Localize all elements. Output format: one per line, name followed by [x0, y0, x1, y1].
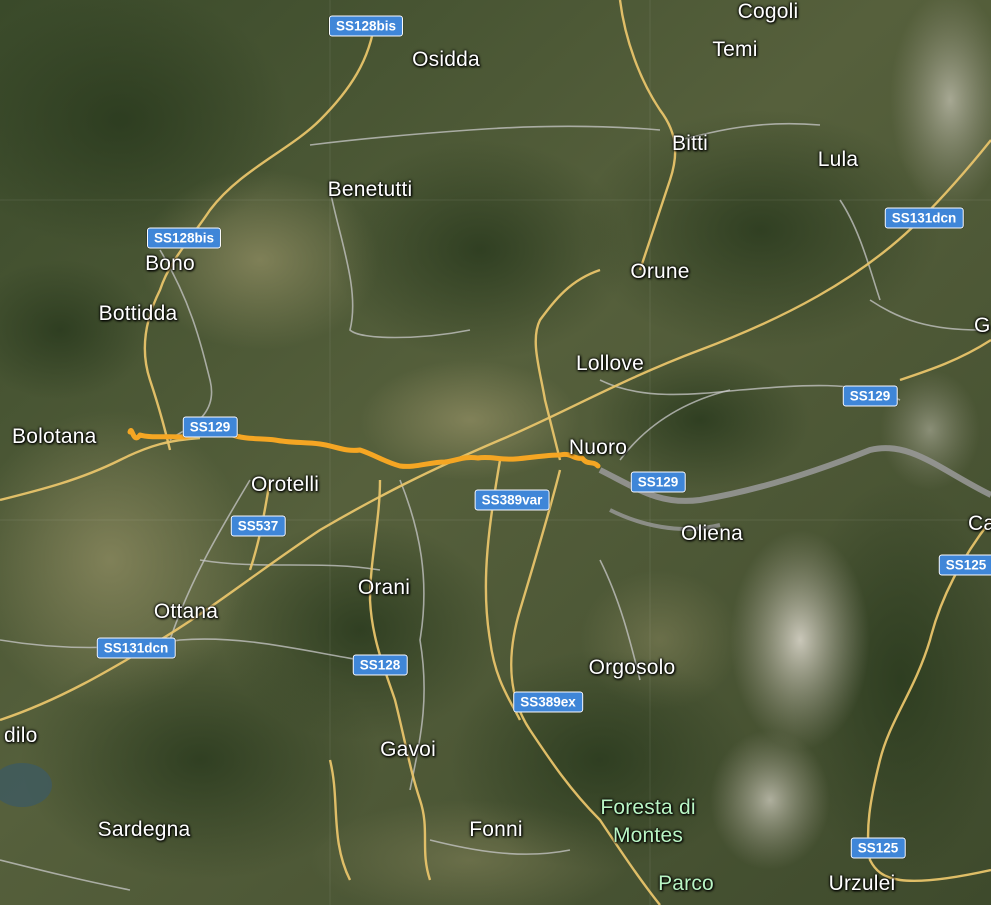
place-temi: Temi — [712, 38, 758, 61]
place-g: G — [974, 314, 991, 337]
place-foresta-di: Foresta di — [600, 796, 696, 819]
place-orani: Orani — [357, 576, 411, 599]
road-shield-ss128bis: SS128bis — [328, 15, 404, 37]
place-urzulei: Urzulei — [828, 872, 896, 895]
road-shield-ss389ex: SS389ex — [513, 691, 583, 713]
place-benetutti: Benetutti — [327, 178, 413, 201]
place-nuoro: Nuoro — [568, 436, 628, 459]
place-cogoli: Cogoli — [737, 0, 799, 23]
place-orotelli: Orotelli — [250, 473, 320, 496]
road-shield-ss125: SS125 — [850, 837, 906, 859]
road-shield-ss128bis: SS128bis — [146, 227, 222, 249]
place-ca: Ca — [968, 512, 991, 535]
place-lollove: Lollove — [576, 352, 644, 375]
place-oliena: Oliena — [681, 522, 743, 545]
place-bono: Bono — [145, 252, 195, 275]
road-shield-ss129: SS129 — [182, 416, 238, 438]
road-shield-ss129: SS129 — [630, 471, 686, 493]
place-bolotana: Bolotana — [12, 425, 97, 448]
place-orgosolo: Orgosolo — [588, 656, 676, 679]
place-osidda: Osidda — [412, 48, 480, 71]
place-montes: Montes — [612, 824, 684, 847]
road-shield-ss131dcn: SS131dcn — [884, 207, 964, 229]
place-parco: Parco — [658, 872, 714, 895]
ss129-highway — [598, 445, 991, 504]
place-orune: Orune — [630, 260, 690, 283]
road-shield-ss129: SS129 — [842, 385, 898, 407]
place-sardegna: Sardegna — [97, 818, 191, 841]
place-ottana: Ottana — [153, 600, 219, 623]
road-shield-ss128: SS128 — [352, 654, 408, 676]
place-gavoi: Gavoi — [380, 738, 436, 761]
road-shield-ss389var: SS389var — [474, 489, 550, 511]
road-shield-ss131dcn: SS131dcn — [96, 637, 176, 659]
place-bottidda: Bottidda — [98, 302, 178, 325]
road-shield-ss537: SS537 — [230, 515, 286, 537]
place-bitti: Bitti — [671, 132, 709, 155]
place-fonni: Fonni — [469, 818, 523, 841]
road-shield-ss125: SS125 — [938, 554, 991, 576]
place-lula: Lula — [817, 148, 859, 171]
place-dilo: dilo — [4, 724, 38, 747]
